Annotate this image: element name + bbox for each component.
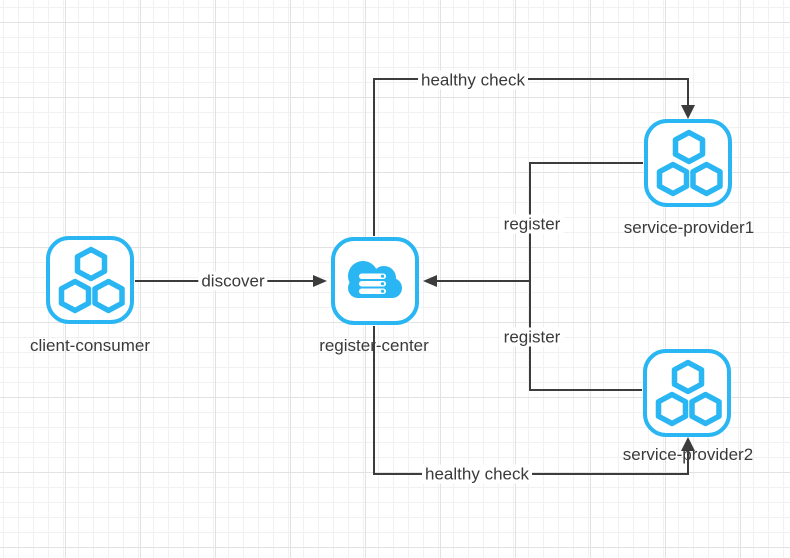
edge-healthy-check-top[interactable] <box>373 78 695 236</box>
cloud-server-icon <box>331 237 419 325</box>
hexagon-cluster-icon <box>643 349 731 437</box>
node-label-service-provider1: service-provider1 <box>623 218 755 237</box>
node-client-consumer[interactable] <box>45 235 135 325</box>
edge-label-register-bottom[interactable]: register <box>500 327 564 347</box>
hexagon-cluster-icon <box>46 236 134 324</box>
hexagon-cluster-icon <box>644 119 732 207</box>
edge-label-healthy-check-top[interactable]: healthy check <box>418 70 528 90</box>
arrowhead-right-icon <box>313 275 327 287</box>
node-register-center[interactable] <box>330 236 420 326</box>
edge-register-arrow[interactable] <box>423 275 530 287</box>
edge-label-discover[interactable]: discover <box>198 271 268 291</box>
node-service-provider1[interactable] <box>643 118 733 208</box>
edge-healthy-check-bottom[interactable] <box>373 326 695 475</box>
edge-register-trunk[interactable] <box>529 162 643 391</box>
arrowhead-down-icon <box>681 105 695 119</box>
arrowhead-left-icon <box>423 275 437 287</box>
node-label-client-consumer: client-consumer <box>30 336 150 355</box>
arrowhead-up-icon <box>681 437 695 451</box>
edge-label-register-top[interactable]: register <box>500 214 564 234</box>
edge-label-healthy-check-bottom[interactable]: healthy check <box>422 464 532 484</box>
node-service-provider2[interactable] <box>642 348 732 438</box>
